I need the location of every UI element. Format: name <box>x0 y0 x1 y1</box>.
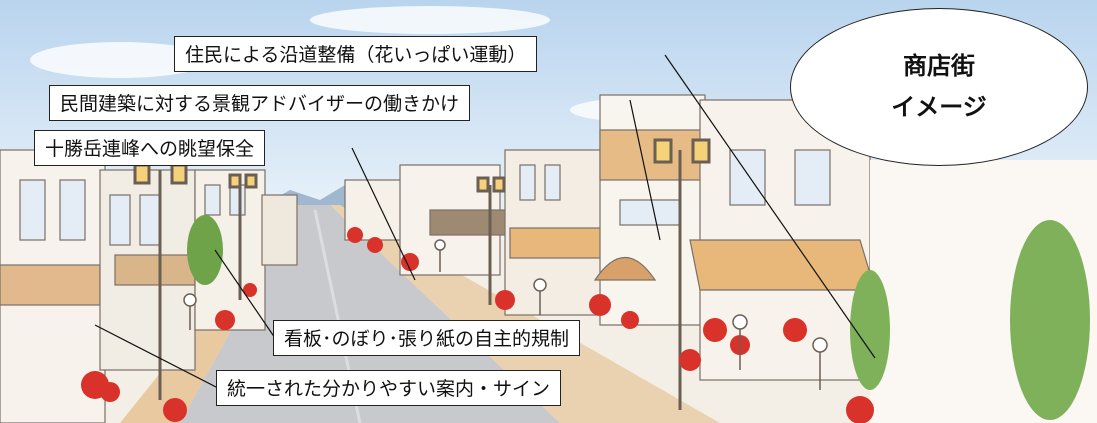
shopping-street-image-badge: 商店街 イメージ <box>790 8 1088 166</box>
callout-unified-signs: 統一された分かりやすい案内・サイン <box>216 370 562 406</box>
callout-landscape-advisor: 民間建築に対する景観アドバイザーの働きかけ <box>49 85 471 121</box>
right-buildings <box>344 94 1097 423</box>
flower-beds <box>81 227 874 423</box>
leader-lines <box>94 54 876 389</box>
pedestrians <box>183 239 828 390</box>
greenery <box>187 215 1090 420</box>
left-buildings <box>0 149 298 423</box>
callout-resident-road-improvement: 住民による沿道整備（花いっぱい運動） <box>174 36 538 72</box>
callout-signboard-rules: 看板･のぼり･張り紙の自主的規制 <box>273 320 581 356</box>
callout-mountain-view: 十勝岳連峰への眺望保全 <box>34 130 266 166</box>
badge-line-1: 商店街 <box>903 52 975 81</box>
badge-line-2: イメージ <box>891 93 987 121</box>
street-lamps <box>133 138 711 410</box>
